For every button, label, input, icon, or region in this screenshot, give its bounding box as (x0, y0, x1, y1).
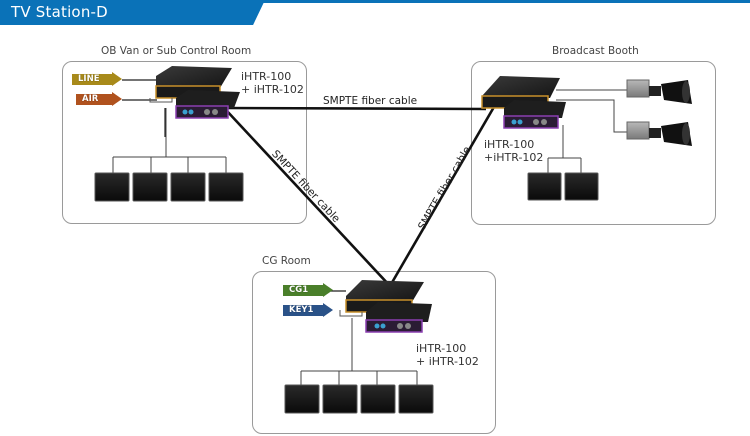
room-cg (252, 271, 496, 434)
room-broadcast-booth (471, 61, 716, 225)
monitor-icon (398, 384, 434, 414)
monitor-icon (360, 384, 396, 414)
monitor-icon (170, 172, 206, 202)
device-cg (339, 280, 432, 333)
booth-camera-tree (547, 89, 627, 173)
header-tab (0, 0, 265, 25)
room-label-broadcast-booth: Broadcast Booth (552, 45, 639, 57)
cg-monitor-tree (300, 318, 418, 385)
booth-monitors (527, 172, 599, 201)
device-ob-van (149, 66, 240, 119)
device-label-booth: iHTR-100 +iHTR-102 (484, 138, 544, 164)
monitor-icon (208, 172, 244, 202)
input-arrow-air: AIR (76, 92, 122, 107)
monitor-icon (284, 384, 320, 414)
monitor-icon (322, 384, 358, 414)
fiber-cable-ob-booth (221, 106, 487, 111)
monitor-icon (564, 172, 599, 201)
cable-label-ob-booth: SMPTE fiber cable (323, 95, 418, 107)
cg-monitors (284, 384, 434, 414)
ob-monitor-tree (112, 108, 227, 173)
monitor-icon (132, 172, 168, 202)
room-label-ob-van: OB Van or Sub Control Room (101, 45, 252, 57)
room-label-cg: CG Room (262, 255, 311, 267)
monitor-icon (527, 172, 562, 201)
header-line (0, 0, 750, 3)
ob-monitors (94, 172, 244, 202)
input-arrow-line: LINE (72, 72, 122, 87)
fiber-cable-ob-cg (225, 109, 391, 287)
camera-icon (626, 121, 692, 146)
room-ob-van (62, 61, 307, 224)
device-booth (481, 76, 566, 129)
camera-icon (626, 79, 692, 104)
input-arrow-key1: KEY1 (283, 303, 333, 318)
page-title: TV Station-D (11, 3, 108, 21)
fiber-cable-booth-cg (388, 99, 500, 287)
input-arrow-cg1: CG1 (283, 283, 333, 298)
monitor-icon (94, 172, 130, 202)
device-label-cg: iHTR-100 + iHTR-102 (416, 342, 479, 368)
device-label-ob-van: iHTR-100 + iHTR-102 (241, 70, 304, 96)
